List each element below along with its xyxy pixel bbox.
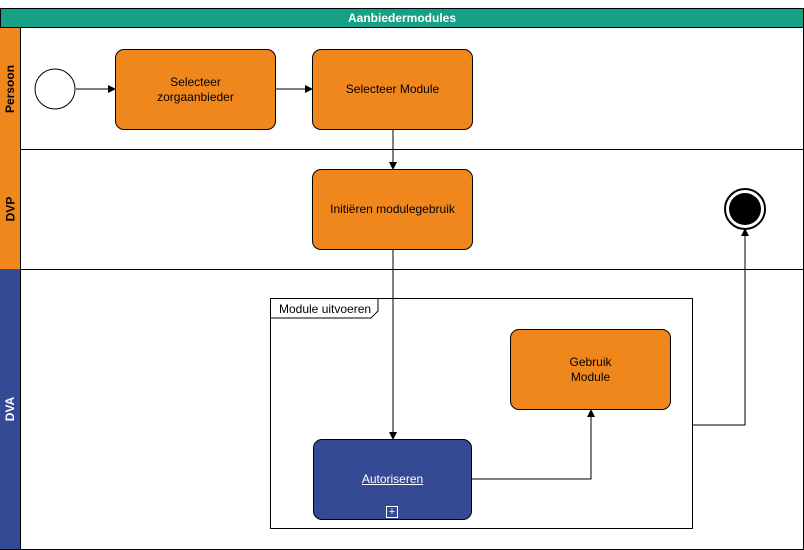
lane-label-persoon: Persoon <box>0 28 21 149</box>
pool-title: Aanbiedermodules <box>0 8 804 28</box>
subprocess-label-notch <box>271 299 379 319</box>
task-selecteer-zorgaanbieder[interactable]: Selecteer zorgaanbieder <box>115 49 276 130</box>
subprocess-label: Module uitvoeren <box>271 299 380 318</box>
task-gebruik-module[interactable]: Gebruik Module <box>510 329 671 410</box>
task-autoriseren-label[interactable]: Autoriseren <box>361 472 424 486</box>
subprocess-expand-icon[interactable]: + <box>386 506 398 518</box>
start-event <box>34 68 76 110</box>
end-event-inner <box>729 193 761 225</box>
lane-label-dvp: DVP <box>0 149 21 269</box>
flow-subprocess-to-end <box>693 228 749 426</box>
task-selecteer-module[interactable]: Selecteer Module <box>312 49 473 130</box>
flow-autoriseren-to-gebruik <box>471 409 595 480</box>
lane-label-dva: DVA <box>0 269 21 549</box>
task-initieren-modulegebruik[interactable]: Initiëren modulegebruik <box>312 169 473 250</box>
